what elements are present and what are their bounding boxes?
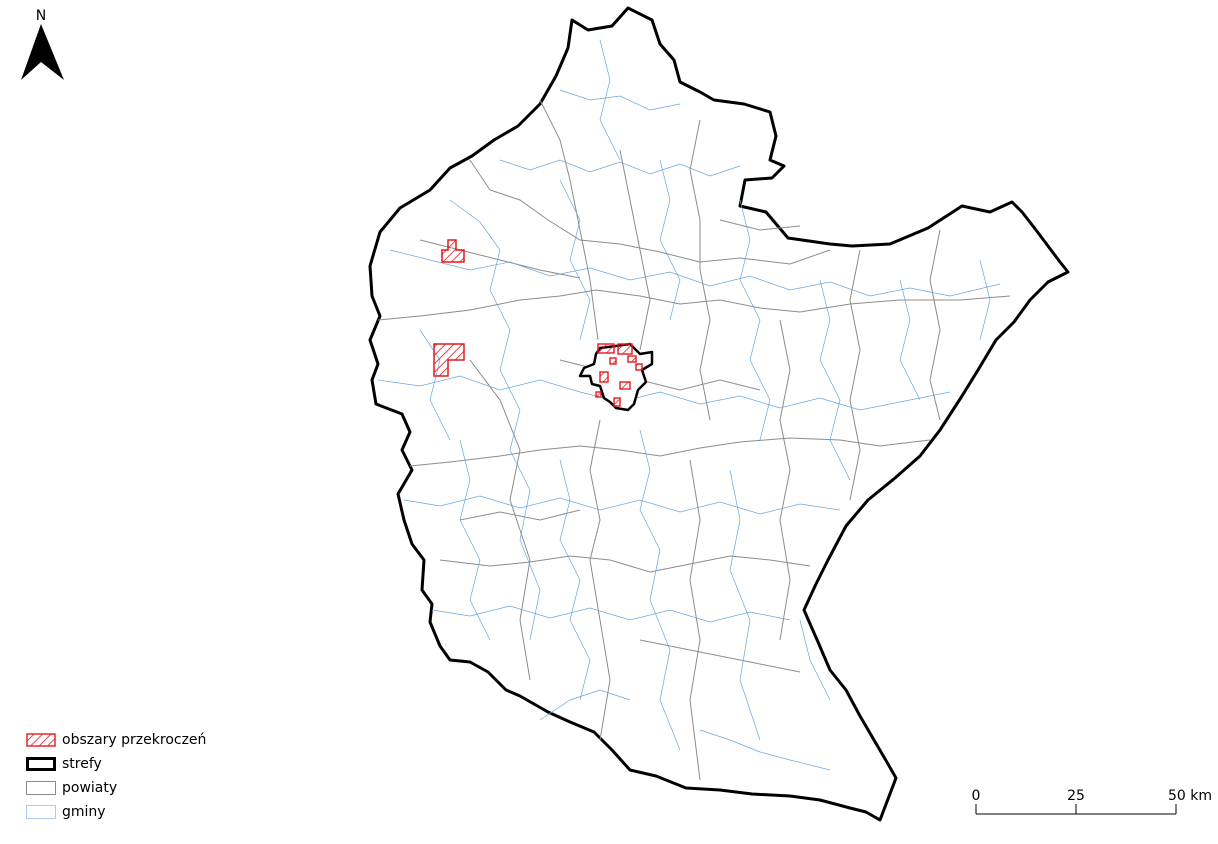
scale-bar	[975, 804, 1177, 815]
north-arrow-icon: N	[21, 8, 64, 80]
legend-item-communes: gminy	[26, 800, 206, 824]
thick-outline-swatch-icon	[26, 757, 56, 771]
legend-label-counties: powiaty	[62, 780, 118, 796]
exceedance-area-west	[433, 343, 465, 377]
blue-outline-swatch-icon	[26, 805, 56, 819]
legend: obszary przekroczeń strefy powiaty gminy	[26, 728, 206, 824]
hatch-swatch-icon	[26, 733, 56, 747]
legend-label-zones: strefy	[62, 756, 102, 772]
legend-label-communes: gminy	[62, 804, 106, 820]
legend-item-exceedance: obszary przekroczeń	[26, 728, 206, 752]
city-exceedance-patches	[595, 343, 643, 407]
north-label: N	[36, 8, 46, 24]
legend-item-zones: strefy	[26, 752, 206, 776]
legend-label-exceedance: obszary przekroczeń	[62, 732, 207, 748]
county-boundaries	[377, 99, 1011, 781]
scale-tick-50: 50 km	[1168, 788, 1212, 804]
scale-tick-0: 0	[972, 788, 981, 804]
scale-tick-25: 25	[1067, 788, 1085, 804]
commune-boundaries	[377, 39, 1001, 771]
region-outline	[368, 6, 1070, 822]
legend-item-counties: powiaty	[26, 776, 206, 800]
gray-outline-swatch-icon	[26, 781, 56, 795]
exceedance-areas	[433, 239, 465, 377]
exceedance-area-north	[441, 239, 465, 263]
